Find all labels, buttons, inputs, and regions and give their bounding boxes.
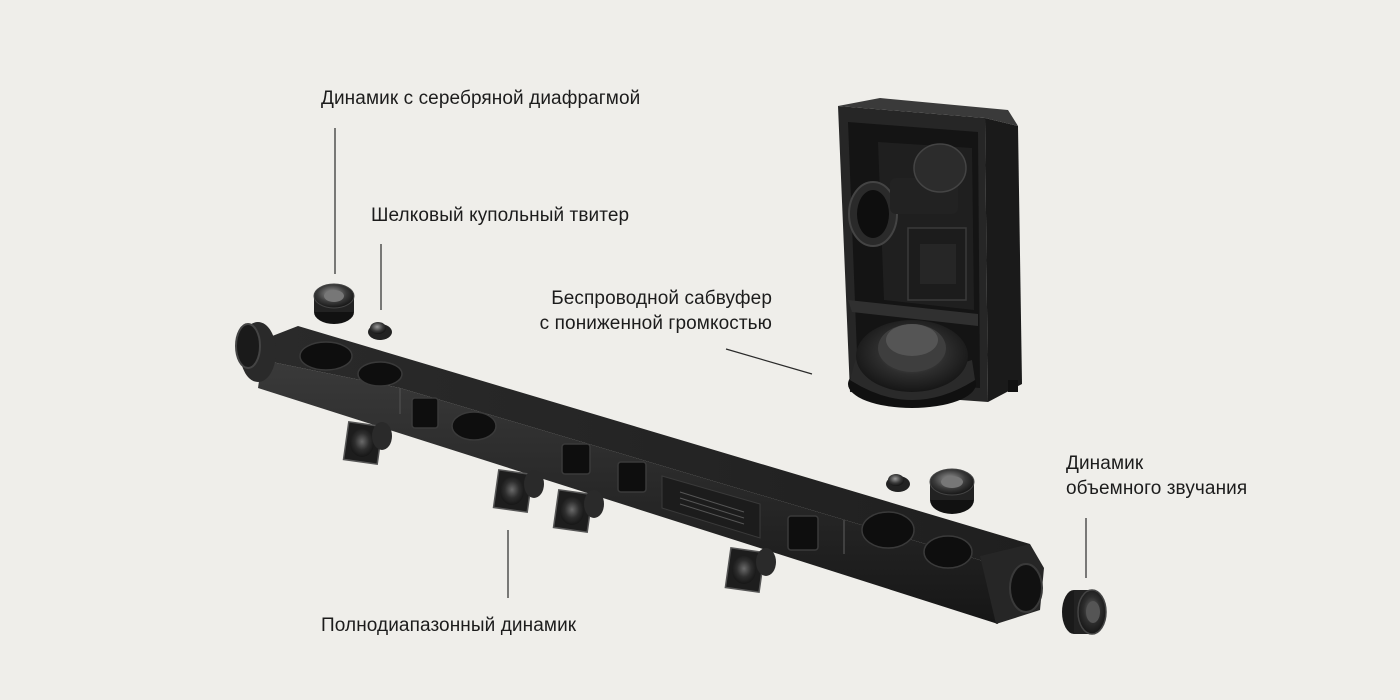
subwoofer-icon <box>838 98 1022 408</box>
label-silk-tweeter: Шелковый купольный твитер <box>371 205 630 226</box>
label-full-range: Полнодиапазонный динамик <box>321 615 577 636</box>
soundbar-body-icon <box>235 322 1044 624</box>
right-tweeter-icon <box>886 474 910 492</box>
full-range-driver-icon <box>552 488 604 534</box>
full-range-driver-icons <box>342 420 776 594</box>
label-silver-diaphragm: Динамик с серебряной диафрагмой <box>321 88 641 109</box>
surround-driver-icon <box>1062 589 1107 635</box>
full-range-driver-icon <box>342 420 392 466</box>
leader-lines <box>334 128 1087 598</box>
full-range-driver-icon <box>492 468 544 514</box>
leader-line-subwoofer <box>725 348 813 375</box>
right-silver-driver-icon <box>929 468 975 514</box>
label-subwoofer: Беспроводной сабвуфер с пониженной громк… <box>539 288 772 334</box>
full-range-driver-icon <box>724 546 776 594</box>
silver-diaphragm-driver-icon <box>313 283 355 324</box>
label-surround: Динамик объемного звучания <box>1066 453 1248 499</box>
silk-dome-tweeter-icon <box>368 322 392 340</box>
